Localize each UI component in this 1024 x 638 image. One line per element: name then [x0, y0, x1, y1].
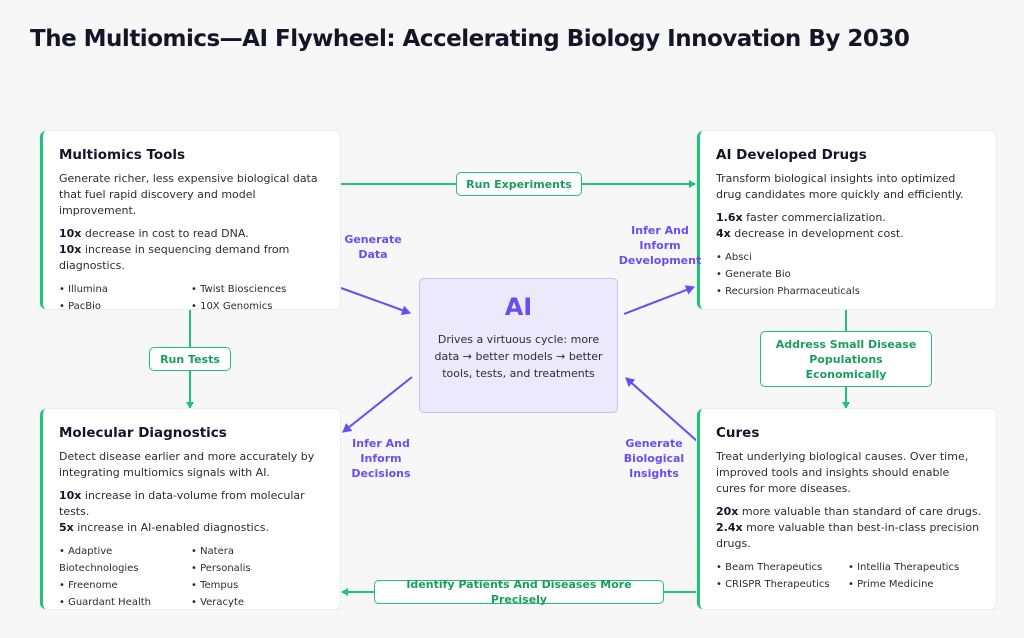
- company-item: Intellia Therapeutics: [848, 559, 982, 576]
- company-column: Natera Personalis Tempus Veracyte: [191, 543, 326, 611]
- company-item: Illumina: [59, 281, 191, 298]
- ai-description: Drives a virtuous cycle: more data → bet…: [434, 333, 603, 380]
- stat-item: 10x increase in data-volume from molecul…: [59, 489, 305, 518]
- company-item: 10X Genomics: [191, 298, 326, 315]
- company-item: Veracyte: [191, 594, 326, 611]
- company-item: Twist Biosciences: [191, 281, 326, 298]
- card-description: Transform biological insights into optim…: [716, 172, 964, 201]
- company-item: Generate Bio: [716, 266, 982, 283]
- card-cures: Cures Treat underlying biological causes…: [697, 409, 996, 609]
- company-list: Beam Therapeutics Intellia Therapeutics …: [716, 559, 982, 593]
- stat-item: 10x increase in sequencing demand from d…: [59, 243, 290, 272]
- page-title: The Multiomics—AI Flywheel: Accelerating…: [30, 26, 910, 52]
- card-ai-developed-drugs: AI Developed Drugs Transform biological …: [697, 131, 996, 309]
- company-item: Tempus: [191, 577, 326, 594]
- card-description: Treat underlying biological causes. Over…: [716, 450, 969, 495]
- stat-item: 1.6x faster commercialization.: [716, 211, 886, 224]
- company-item: Beam Therapeutics: [716, 559, 848, 576]
- edge-label-address-small-populations: Address Small Disease Populations Econom…: [760, 331, 932, 387]
- arrow-infer-decisions: [342, 376, 413, 433]
- edge-label-identify-patients: Identify Patients And Diseases More Prec…: [374, 578, 664, 606]
- company-item: Personalis: [191, 560, 326, 577]
- company-item: Freenome: [59, 577, 191, 594]
- company-item: Guardant Health: [59, 594, 191, 611]
- edge-label-generate-data: Generate Data: [344, 233, 402, 261]
- company-list: Absci Generate Bio Recursion Pharmaceuti…: [716, 249, 982, 300]
- company-list: Adaptive Biotechnologies Freenome Guarda…: [59, 543, 326, 611]
- company-list: Illumina Twist Biosciences PacBio 10X Ge…: [59, 281, 326, 315]
- card-molecular-diagnostics: Molecular Diagnostics Detect disease ear…: [40, 409, 340, 609]
- stat-item: 20x more valuable than standard of care …: [716, 505, 982, 518]
- company-item: Natera: [191, 543, 326, 560]
- company-column: Adaptive Biotechnologies Freenome Guarda…: [59, 543, 191, 611]
- card-title: Molecular Diagnostics: [59, 425, 227, 441]
- card-title: AI Developed Drugs: [716, 147, 867, 163]
- card-description: Detect disease earlier and more accurate…: [59, 450, 315, 479]
- company-item: PacBio: [59, 298, 191, 315]
- ai-center-box: AI Drives a virtuous cycle: more data → …: [419, 278, 618, 413]
- arrow-generate-insights: [625, 377, 698, 442]
- card-title: Multiomics Tools: [59, 147, 186, 163]
- company-item: Absci: [716, 249, 982, 266]
- company-item: Recursion Pharmaceuticals: [716, 283, 982, 300]
- stat-item: 2.4x more valuable than best-in-class pr…: [716, 521, 980, 550]
- card-title: Cures: [716, 425, 760, 441]
- card-description: Generate richer, less expensive biologic…: [59, 172, 318, 217]
- edge-label-run-experiments: Run Experiments: [456, 172, 582, 196]
- arrow-infer-development: [623, 285, 695, 315]
- arrow-generate-data: [340, 287, 411, 315]
- edge-label-infer-development: Infer And Inform Development: [618, 224, 702, 267]
- edge-label-generate-insights: Generate Biological Insights: [623, 437, 685, 480]
- edge-label-infer-decisions: Infer And Inform Decisions: [351, 437, 411, 480]
- company-item: Adaptive Biotechnologies: [59, 543, 191, 577]
- card-multiomics-tools: Multiomics Tools Generate richer, less e…: [40, 131, 340, 312]
- stat-item: 10x decrease in cost to read DNA.: [59, 227, 249, 240]
- company-item: Prime Medicine: [848, 576, 982, 593]
- company-item: CRISPR Therapeutics: [716, 576, 848, 593]
- stat-item: 5x increase in AI-enabled diagnostics.: [59, 521, 269, 534]
- stat-item: 4x decrease in development cost.: [716, 227, 904, 240]
- edge-label-run-tests: Run Tests: [149, 347, 231, 371]
- ai-title: AI: [504, 293, 533, 321]
